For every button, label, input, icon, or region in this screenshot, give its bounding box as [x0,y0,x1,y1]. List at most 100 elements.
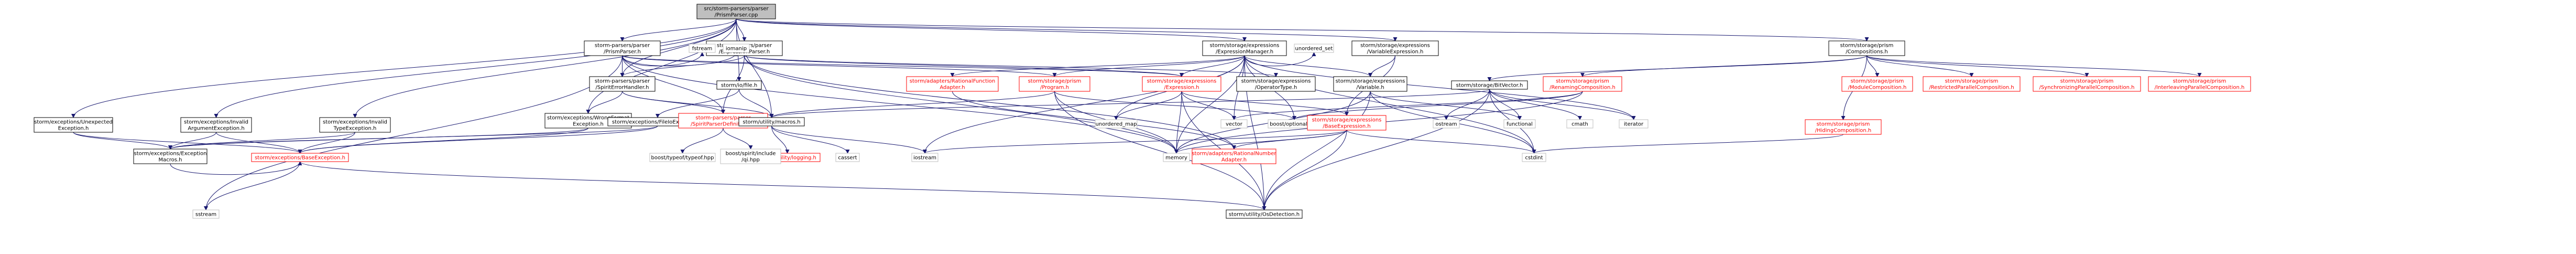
node-box-invtype_h [319,117,391,133]
node-fstream: fstream [689,44,716,53]
edge-ve_h-to-var_h [1368,55,1395,77]
node-box-typeof [649,153,716,162]
node-label-logging_h-0: storm/utility/logging.h [758,155,816,161]
node-label-vector-0: vector [1226,122,1243,128]
node-memory: memory [1163,153,1190,162]
node-renamcomp_h[interactable]: storm/storage/prism/RenamingComposition.… [1543,76,1622,92]
node-baseexc_h[interactable]: storm/exceptions/BaseException.h [251,153,349,162]
node-box-functional [1503,119,1536,129]
edge-comp_h-to-intercomp_h [1866,55,2202,77]
node-box-unordered_map [1095,119,1138,129]
node-label-modcomp_h-0: storm/storage/prism [1851,79,1904,84]
node-optype_h[interactable]: storm/storage/expressions/OperatorType.h [1236,76,1316,92]
node-invarg_h[interactable]: storm/exceptions/InvalidArgumentExceptio… [180,117,252,133]
node-label-ostream-0: ostream [1435,122,1457,128]
node-label-prog_h-0: storm/storage/prism [1028,79,1082,84]
node-label-boost_optional-0: boost/optional.hpp [1270,122,1319,128]
node-prog_h[interactable]: storm/storage/prism/Program.h [1019,76,1090,92]
node-unordered_map: unordered_map [1095,119,1138,129]
edge-invtype_h-to-baseexc_h [298,132,355,154]
node-ve_h[interactable]: storm/storage/expressions/VariableExpres… [1351,40,1439,56]
node-hidcomp_h[interactable]: storm/storage/prism/HidingComposition.h [1805,119,1882,135]
edge-renamcomp_h-to-vector [1232,91,1583,120]
node-label-renamcomp_h-0: storm/storage/prism [1556,79,1609,84]
node-synccomp_h[interactable]: storm/storage/prism/SynchronizingParalle… [2033,76,2141,92]
node-label-invarg_h-1: ArgumentException.h [188,126,244,132]
node-label-hidcomp_h-0: storm/storage/prism [1817,122,1870,128]
node-box-baseexc_h [251,153,349,162]
node-baseexpr_h[interactable]: storm/storage/expressions/BaseExpression… [1307,115,1387,131]
node-label-var_h-0: storm/storage/expressions [1336,79,1405,84]
node-em_h[interactable]: storm/storage/expressions/ExpressionMana… [1202,40,1287,56]
node-intercomp_h[interactable]: storm/storage/prism/InterleavingParallel… [2148,76,2251,92]
node-label-ve_h-1: /VariableExpression.h [1367,49,1424,55]
node-box-toFile_h [716,80,762,90]
node-label-wfe_h-0: storm/exceptions/WrongFormat [547,115,629,121]
node-box-restrcomp_h [1923,76,2021,92]
node-box-see_h [589,76,656,92]
edge-invtype_h-to-excmacros_h [168,132,355,150]
edge-pp_h-to-sstream [204,55,623,210]
node-box-unexp_h [34,117,113,133]
edge-see_h-to-spd_h [622,91,725,114]
node-see_h[interactable]: storm-parsers/parser/SpiritErrorHandler.… [589,76,656,92]
node-box-em_h [1202,40,1287,56]
node-label-optype_h-0: storm/storage/expressions [1241,79,1311,84]
edge-pp_h-to-iomanip [622,52,738,67]
node-pp_h[interactable]: storm-parsers/parser/PrismParser.h [584,40,661,56]
node-expr_h[interactable]: storm/storage/expressions/Expression.h [1142,76,1221,92]
node-box-unordered_set [1294,44,1334,53]
node-label-ve_h-0: storm/storage/expressions [1360,43,1430,49]
node-label-pp_h-0: storm-parsers/parser [595,43,650,49]
edge-baseexpr_h-to-ondet_h [1262,130,1347,210]
node-label-ondet_h-0: storm/utility/OsDetection.h [1229,212,1300,218]
node-label-memory-0: memory [1165,155,1187,161]
node-box-ratfun_h [906,76,999,92]
node-box-vector [1220,119,1248,129]
node-box-iterator [1619,119,1649,129]
node-box-root [696,4,776,19]
node-label-spirit-0: boost/spirit/include [726,151,776,157]
edge-expr_h-to-vector [1181,91,1236,120]
node-box-hidcomp_h [1805,119,1882,135]
node-typeof: boost/typeof/typeof.hpp [649,153,716,162]
node-label-ratnum_h-1: Adapter.h [1221,157,1247,163]
node-label-cstdint-0: cstdint [1525,155,1543,161]
node-restrcomp_h[interactable]: storm/storage/prism/RestrictedParallelCo… [1923,76,2021,92]
node-box-iomanip [723,44,750,53]
node-label-renamcomp_h-1: /RenamingComposition.h [1549,85,1616,91]
edge-pp_h-to-spd_h [622,55,725,114]
node-macros_h[interactable]: storm/utility/macros.h [738,117,805,126]
edge-em_h-to-prog_h [1052,55,1245,77]
node-box-bitvec_h [1451,80,1528,90]
edge-baseexpr_h-to-cstdint [1346,130,1536,154]
edge-expr_h-to-baseexpr_h [1181,91,1349,116]
node-modcomp_h[interactable]: storm/storage/prism/ModuleComposition.h [1841,76,1913,92]
edge-root-to-invarg_h [214,18,737,118]
node-label-spd_h-0: storm-parsers/parser [695,115,751,121]
node-ondet_h[interactable]: storm/utility/OsDetection.h [1226,209,1303,219]
edge-em_h-to-cstdint [1244,55,1536,154]
node-comp_h[interactable]: storm/storage/prism/Compositions.h [1828,40,1905,56]
node-var_h[interactable]: storm/storage/expressions/Variable.h [1333,76,1407,92]
edge-comp_h-to-bitvec_h [1487,55,1867,81]
node-label-em_h-0: storm/storage/expressions [1210,43,1280,49]
node-label-baseexpr_h-1: /BaseExpression.h [1323,124,1371,130]
node-bitvec_h[interactable]: storm/storage/BitVector.h [1451,80,1528,90]
node-label-hidcomp_h-1: /HidingComposition.h [1815,128,1871,134]
edge-baseexc_h-to-sstream [204,161,300,210]
edge-root-to-see_h [620,18,737,77]
edge-spd_h-to-typeof [680,128,724,154]
edge-em_h-to-var_h [1244,55,1372,77]
node-toFile_h[interactable]: storm/io/file.h [716,80,762,90]
node-label-iostream-0: iostream [913,155,936,161]
node-box-baseexpr_h [1307,115,1387,131]
node-box-ep_h [706,40,783,56]
node-cassert: cassert [835,153,860,162]
node-label-fstream-0: fstream [692,46,713,52]
